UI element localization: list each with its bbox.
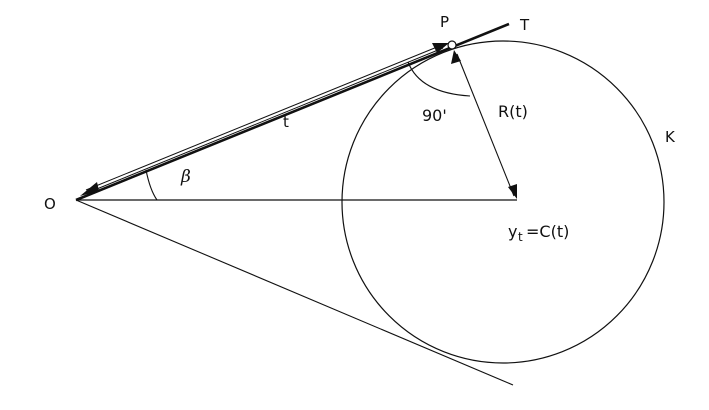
label-tangent-t: T — [519, 16, 530, 34]
label-origin: O — [44, 195, 56, 213]
label-point-p: P — [440, 13, 449, 31]
vector-t — [80, 43, 449, 196]
radius-line — [456, 53, 515, 197]
circle-k — [341, 40, 665, 364]
arrowhead-o-icon — [80, 182, 99, 196]
label-center-sub: t — [518, 230, 523, 244]
arrowhead-up-icon — [451, 50, 461, 64]
label-circle-k: K — [665, 128, 676, 146]
label-angle-beta: β — [180, 167, 191, 187]
label-radius: R(t) — [498, 102, 528, 121]
label-center: y t =C(t) — [508, 222, 569, 244]
lower-tangent-line — [75, 199, 514, 386]
right-angle-arc — [407, 61, 471, 97]
label-right-angle: 90' — [422, 106, 447, 125]
upper-tangent-line — [75, 22, 510, 202]
angle-beta-arc — [145, 169, 158, 201]
arrowhead-p-icon — [432, 43, 449, 53]
arrowhead-down-icon — [508, 184, 517, 199]
label-center-y: y — [508, 222, 517, 241]
point-p-marker — [447, 40, 457, 50]
label-center-eq: =C(t) — [526, 222, 569, 241]
label-tangent-length: t — [283, 113, 289, 131]
